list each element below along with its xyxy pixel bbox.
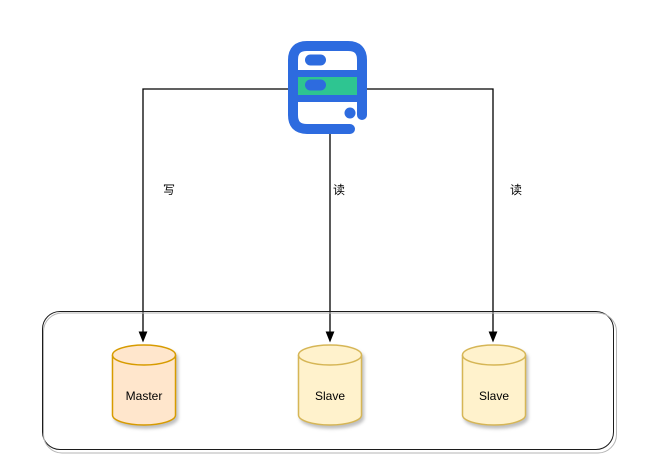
edge-read-2-line: [367, 88, 494, 332]
cylinder-body: [297, 355, 363, 426]
app-server-icon: [288, 41, 367, 135]
cylinder-top: [461, 344, 527, 366]
server-icon-divider: [294, 70, 361, 77]
database-master-label: Master: [125, 389, 163, 403]
server-icon-slot-pill: [305, 79, 326, 91]
cylinder-body: [461, 355, 527, 426]
database-master: Master: [111, 344, 177, 428]
db-cluster-box: [42, 311, 614, 450]
edge-label-write: 写: [163, 183, 176, 197]
edge-read-2: [367, 88, 498, 343]
server-icon-slot-pill: [305, 54, 326, 66]
cylinder-top: [297, 344, 363, 366]
server-icon-outline: [288, 41, 367, 134]
server-icon-divider: [294, 95, 361, 102]
cylinder-top: [111, 344, 177, 366]
edge-label-read-2: 读: [510, 183, 523, 197]
database-slave-1: Slave: [297, 344, 363, 428]
database-slave-2-label: Slave: [478, 389, 510, 403]
server-icon-led-dot: [344, 107, 356, 119]
edge-write-line: [142, 88, 288, 332]
cylinder-body: [111, 355, 177, 426]
edge-write: [138, 88, 288, 343]
database-slave-1-label: Slave: [314, 389, 346, 403]
edge-label-read-1: 读: [333, 183, 346, 197]
database-slave-2: Slave: [461, 344, 527, 428]
